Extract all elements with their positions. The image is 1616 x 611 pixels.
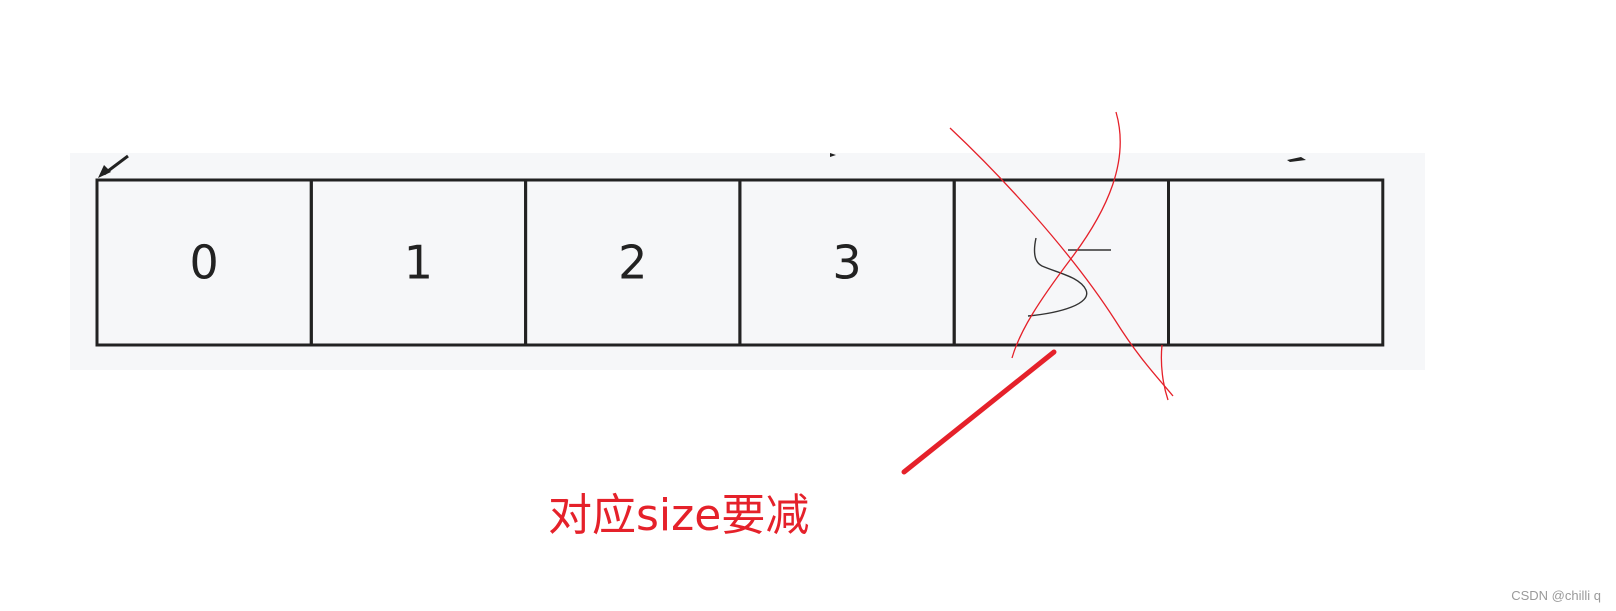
- array-cells: 0 1 2 3: [95, 178, 1385, 347]
- annotation-pointer-line: [901, 349, 1057, 475]
- array-panel-background: [70, 153, 1425, 370]
- array-cell-label-2: 2: [618, 236, 647, 290]
- array-cell-label-3: 3: [832, 236, 861, 290]
- middle-arrow-fragment: [830, 153, 836, 157]
- array-cell-label-1: 1: [404, 236, 433, 290]
- array-cell-label-0: 0: [190, 236, 219, 290]
- handwritten-five: [1027, 237, 1111, 317]
- left-arrow-fragment: [98, 154, 129, 178]
- watermark: CSDN @chilli q: [1511, 588, 1601, 603]
- right-arrow-fragment: [1287, 157, 1306, 162]
- array-cell-5: [1167, 178, 1385, 347]
- annotation-text: 对应size要减: [548, 490, 809, 541]
- cross-out-mark: [949, 111, 1174, 401]
